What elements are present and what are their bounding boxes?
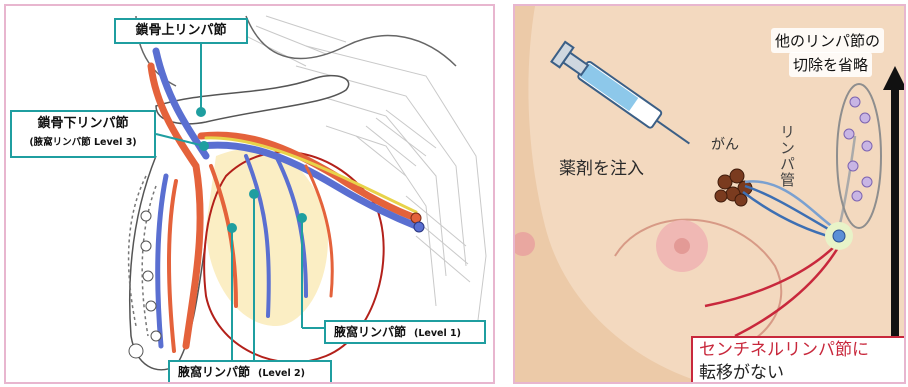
axillary-level2-label: 腋窩リンパ節 (Level 2) bbox=[168, 360, 332, 384]
axillary-level1-label: 腋窩リンパ節 (Level 1) bbox=[324, 320, 486, 344]
artery-end bbox=[411, 213, 421, 223]
other-nodes-label: 他のリンパ節の bbox=[771, 28, 884, 53]
vein-end bbox=[414, 222, 424, 232]
supraclavicular-label-text: 鎖骨上リンパ節 bbox=[135, 23, 226, 38]
axillary-l1-level: (Level 1) bbox=[414, 328, 461, 339]
sentinel-node-caption: センチネルリンパ節に bbox=[691, 336, 906, 365]
lymph-vessel-label: リンパ管 bbox=[777, 124, 798, 188]
nipple bbox=[674, 238, 690, 254]
sentinel-node-panel: 他のリンパ節の 切除を省略 薬剤を注入 がん リンパ管 センチネルリンパ節に 転… bbox=[513, 4, 906, 384]
omit-resection-label: 切除を省略 bbox=[789, 52, 872, 77]
supraclavicular-node-label: 鎖骨上リンパ節 bbox=[114, 18, 248, 44]
inject-drug-label: 薬剤を注入 bbox=[559, 154, 644, 179]
axillary-l1-text: 腋窩リンパ節 bbox=[334, 325, 406, 339]
axillary-l2-text: 腋窩リンパ節 bbox=[178, 365, 250, 379]
anatomy-diagram-panel: 鎖骨上リンパ節 鎖骨下リンパ節 (腋窩リンパ節 Level 3) 腋窩リンパ節 (… bbox=[4, 4, 495, 384]
no-metastasis-caption: 転移がない bbox=[691, 362, 906, 384]
axillary-l2-level: (Level 2) bbox=[258, 368, 305, 379]
sentinel-node bbox=[833, 230, 845, 242]
cancer-label: がん bbox=[711, 134, 739, 154]
infraclavicular-label-text: 鎖骨下リンパ節 bbox=[12, 114, 154, 134]
infraclavicular-sub-text: (腋窩リンパ節 Level 3) bbox=[12, 134, 154, 152]
infraclavicular-node-label: 鎖骨下リンパ節 (腋窩リンパ節 Level 3) bbox=[10, 110, 156, 158]
